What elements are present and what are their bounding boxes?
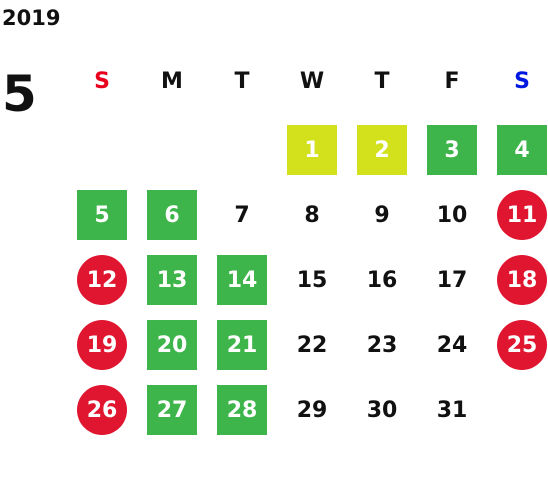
day-cell-15[interactable]: 15 xyxy=(296,267,328,293)
day-cell-30[interactable]: 30 xyxy=(366,397,398,423)
day-cell-9[interactable]: 9 xyxy=(374,202,390,228)
day-cell-6[interactable]: 6 xyxy=(147,190,197,240)
calendar-month: 5 xyxy=(2,65,37,123)
day-cell-11[interactable]: 11 xyxy=(497,190,547,240)
day-cell-18[interactable]: 18 xyxy=(497,255,547,305)
day-cell-26[interactable]: 26 xyxy=(77,385,127,435)
calendar-year: 2019 xyxy=(2,6,61,30)
day-cell-21[interactable]: 21 xyxy=(217,320,267,370)
day-cell-31[interactable]: 31 xyxy=(436,397,468,423)
day-cell-7[interactable]: 7 xyxy=(234,202,250,228)
day-cell-8[interactable]: 8 xyxy=(304,202,320,228)
day-cell-27[interactable]: 27 xyxy=(147,385,197,435)
day-cell-2[interactable]: 2 xyxy=(357,125,407,175)
weekday-label-1: M xyxy=(161,68,183,94)
day-cell-5[interactable]: 5 xyxy=(77,190,127,240)
day-cell-29[interactable]: 29 xyxy=(296,397,328,423)
day-cell-1[interactable]: 1 xyxy=(287,125,337,175)
day-cell-13[interactable]: 13 xyxy=(147,255,197,305)
day-cell-12[interactable]: 12 xyxy=(77,255,127,305)
weekday-label-2: T xyxy=(234,68,250,94)
day-cell-24[interactable]: 24 xyxy=(436,332,468,358)
weekday-label-5: F xyxy=(444,68,460,94)
day-cell-19[interactable]: 19 xyxy=(77,320,127,370)
day-cell-17[interactable]: 17 xyxy=(436,267,468,293)
day-cell-28[interactable]: 28 xyxy=(217,385,267,435)
day-cell-16[interactable]: 16 xyxy=(366,267,398,293)
weekday-label-6: S xyxy=(514,68,530,94)
weekday-label-4: T xyxy=(374,68,390,94)
day-cell-23[interactable]: 23 xyxy=(366,332,398,358)
day-cell-10[interactable]: 10 xyxy=(436,202,468,228)
day-cell-22[interactable]: 22 xyxy=(296,332,328,358)
day-cell-14[interactable]: 14 xyxy=(217,255,267,305)
weekday-label-3: W xyxy=(299,68,325,94)
day-cell-25[interactable]: 25 xyxy=(497,320,547,370)
day-cell-20[interactable]: 20 xyxy=(147,320,197,370)
day-cell-4[interactable]: 4 xyxy=(497,125,547,175)
day-cell-3[interactable]: 3 xyxy=(427,125,477,175)
weekday-label-0: S xyxy=(94,68,110,94)
